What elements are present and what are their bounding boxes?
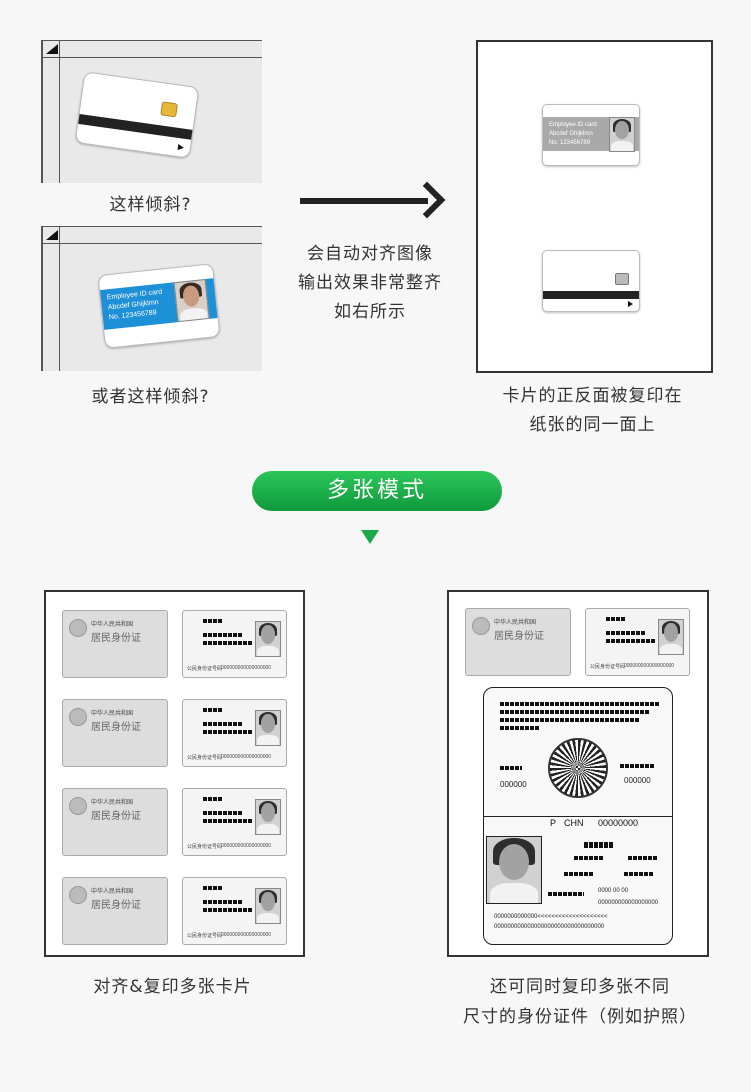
id-title: 居民身份证	[91, 811, 141, 822]
id-number-value: 000000000000000000	[221, 754, 272, 760]
id-country: 中华人民共和国	[494, 619, 537, 626]
arrow-marker-icon	[177, 144, 185, 151]
card-text-block: Employee ID card Abcdef Ghijklmn No. 123…	[549, 121, 597, 148]
corner-marker-icon	[46, 44, 58, 54]
caption-tilt-1: 这样倾斜?	[109, 195, 192, 215]
emblem-icon	[472, 617, 490, 635]
passport-number: 00000000	[598, 818, 639, 828]
id-number-label: 公民身份证号码	[187, 755, 223, 761]
id-photo	[658, 619, 684, 655]
id-card-back: 公民身份证号码 000000000000000000	[585, 608, 690, 676]
multi-mode-button[interactable]: 多张模式	[252, 471, 502, 511]
card-name: Abcdef Ghijklmn	[549, 131, 593, 137]
id-photo	[255, 888, 281, 924]
right-arrow-icon	[300, 181, 446, 219]
id-number-value: 000000000000000000	[221, 932, 272, 938]
passport-code-left: 000000	[500, 780, 527, 789]
passport-mrz-2: 000000000000000000000000000000000	[494, 924, 605, 930]
emblem-icon	[69, 797, 87, 815]
id-number-label: 公民身份证号码	[590, 664, 626, 670]
id-card-front: 中华人民共和国居民身份证	[62, 877, 168, 945]
id-card-front: 中华人民共和国 居民身份证	[465, 608, 571, 676]
bottom-right-caption-line-1: 还可同时复印多张不同	[490, 977, 670, 997]
guide-line-horizontal	[43, 243, 262, 244]
passport-type: P	[550, 818, 557, 828]
emblem-icon	[69, 886, 87, 904]
id-card-front: 中华人民共和国居民身份证	[62, 610, 168, 678]
card-photo	[173, 278, 210, 323]
id-country: 中华人民共和国	[91, 799, 134, 806]
passport-country-code: CHN	[564, 818, 584, 828]
bottom-left-caption: 对齐&复印多张卡片	[93, 977, 252, 997]
id-number-label: 公民身份证号码	[187, 844, 223, 850]
caption-tilt-2: 或者这样倾斜?	[91, 387, 210, 407]
output-paper-mixed-docs: 中华人民共和国 居民身份证 公民身份证号码 000000000000000000…	[447, 590, 709, 957]
aligned-card-back	[542, 250, 640, 312]
passport-mrz-1: 0000000000000<<<<<<<<<<<<<<<<<<<<	[494, 914, 608, 920]
description-line-3: 如右所示	[334, 302, 406, 322]
emblem-icon	[69, 619, 87, 637]
id-title: 居民身份证	[494, 631, 544, 642]
chip-icon	[615, 273, 629, 285]
description-line-1: 会自动对齐图像	[307, 244, 433, 264]
id-photo	[255, 799, 281, 835]
corner-marker-icon	[46, 230, 58, 240]
id-country: 中华人民共和国	[91, 888, 134, 895]
arrow-marker-icon	[628, 301, 633, 307]
output-paper-top: Employee ID card Abcdef Ghijklmn No. 123…	[476, 40, 713, 373]
description-line-2: 输出效果非常整齐	[298, 273, 442, 293]
id-card-front: 中华人民共和国居民身份证	[62, 699, 168, 767]
passport-row-number: 000000000000000000	[598, 900, 659, 906]
passport-page: 000000 000000 P CHN 00000000 0000 00 00 …	[483, 687, 673, 945]
passport-code-right: 000000	[624, 776, 651, 785]
magnetic-stripe	[78, 113, 193, 140]
id-country: 中华人民共和国	[91, 621, 134, 628]
card-title: Employee ID card	[549, 122, 597, 128]
id-country: 中华人民共和国	[91, 710, 134, 717]
tilted-employee-card: Employee ID card Abcdef Ghijklmn No. 123…	[97, 263, 221, 349]
id-number-label: 公民身份证号码	[187, 666, 223, 672]
passport-rule	[484, 816, 672, 817]
bottom-right-caption-line-2: 尺寸的身份证件（例如护照）	[463, 1007, 697, 1027]
passport-emblem-icon	[548, 738, 608, 798]
card-number: No. 123456789	[549, 140, 591, 146]
id-card-front: 中华人民共和国居民身份证	[62, 788, 168, 856]
guide-line-vertical	[59, 41, 60, 183]
id-title: 居民身份证	[91, 633, 141, 644]
output-caption-line-2: 纸张的同一面上	[529, 415, 656, 435]
card-text-block: Employee ID card Abcdef Ghijklmn No. 123…	[106, 288, 164, 324]
id-title: 居民身份证	[91, 900, 141, 911]
chip-icon	[160, 101, 178, 118]
id-number-value: 000000000000000000	[624, 663, 675, 669]
auto-align-description: 会自动对齐图像 输出效果非常整齐 如右所示	[280, 240, 460, 327]
guide-line-horizontal	[43, 57, 262, 58]
emblem-icon	[69, 708, 87, 726]
bottom-right-caption: 还可同时复印多张不同 尺寸的身份证件（例如护照）	[420, 972, 740, 1032]
id-photo	[255, 621, 281, 657]
tilted-card-back	[74, 71, 200, 159]
output-caption-line-1: 卡片的正反面被复印在	[502, 386, 683, 406]
card-photo	[609, 117, 635, 152]
id-photo	[255, 710, 281, 746]
id-title: 居民身份证	[91, 722, 141, 733]
guide-line-vertical	[59, 227, 60, 371]
scan-preview-tilted-2: Employee ID card Abcdef Ghijklmn No. 123…	[41, 226, 262, 371]
chevron-down-icon	[361, 530, 379, 544]
scan-preview-tilted-1	[41, 40, 262, 183]
magnetic-stripe	[543, 291, 639, 299]
passport-date: 0000 00 00	[598, 888, 629, 894]
id-number-value: 000000000000000000	[221, 665, 272, 671]
id-number-value: 000000000000000000	[221, 843, 272, 849]
passport-photo	[486, 836, 542, 904]
aligned-employee-card: Employee ID card Abcdef Ghijklmn No. 123…	[542, 104, 640, 166]
output-caption: 卡片的正反面被复印在 纸张的同一面上	[450, 382, 735, 440]
id-number-label: 公民身份证号码	[187, 933, 223, 939]
